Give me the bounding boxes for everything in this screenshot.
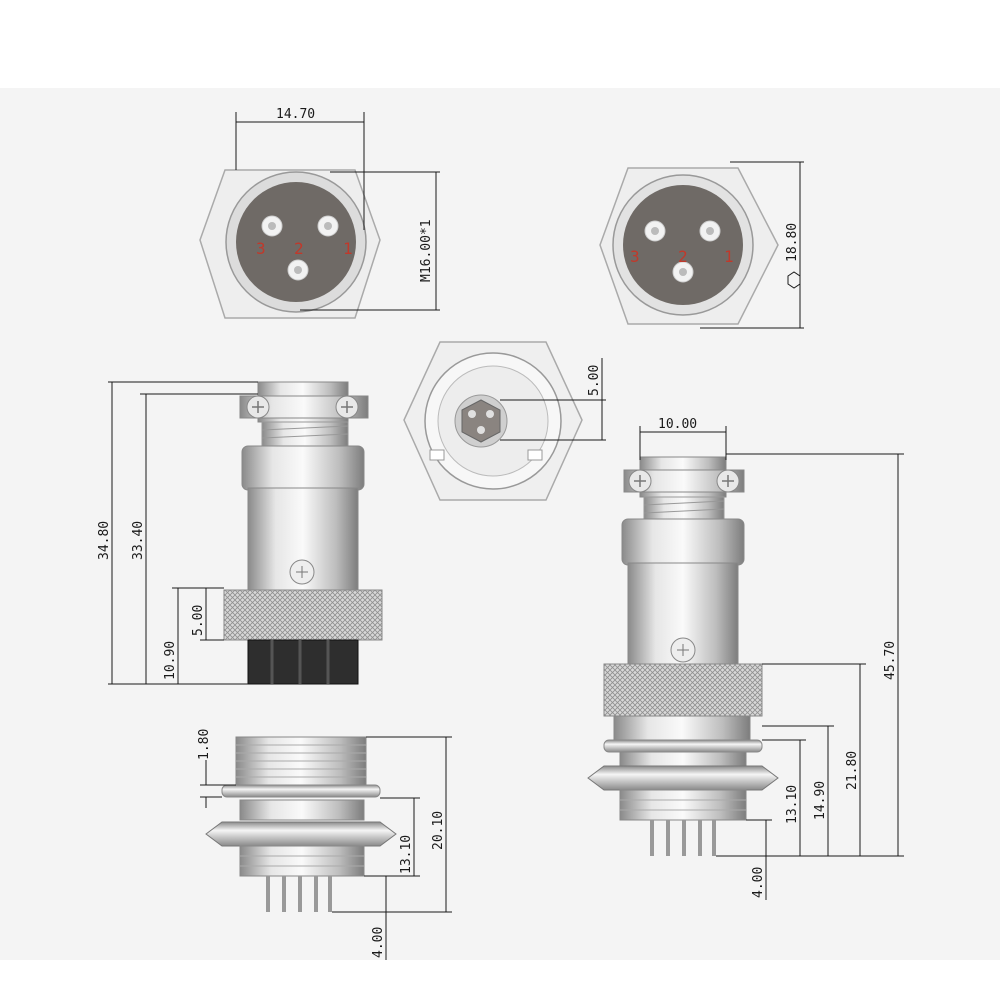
dim-body-text: 33.40 — [131, 521, 146, 560]
dim-overall-text: 34.80 — [97, 521, 112, 560]
dim-width-text: 10.00 — [658, 417, 697, 432]
dim-thread-text: 13.10 — [785, 785, 800, 824]
hex-nut — [205, 821, 397, 847]
top-left-front-view: 3 2 1 14.70 M16.00*1 — [199, 107, 440, 319]
mount-tab-left — [429, 449, 445, 461]
drawing-panel — [0, 88, 1000, 960]
dim-hex-text: 18.80 — [785, 223, 800, 262]
plug-shell-top — [621, 518, 745, 566]
flange-washer — [221, 784, 381, 798]
dim-nut-text: 10.90 — [163, 641, 178, 680]
dim-width-text: 14.70 — [276, 107, 315, 122]
solder-pin — [266, 876, 270, 912]
plug-insert — [247, 639, 359, 685]
pin-label-1: 1 — [343, 239, 353, 258]
top-center-rear-view: 5.00 — [403, 341, 606, 501]
dim-flange-text: 1.80 — [197, 729, 212, 760]
insulator-face — [236, 182, 356, 302]
pin-label-3: 3 — [256, 239, 266, 258]
dim-offset-text: 5.00 — [587, 365, 602, 396]
dim-nut-width-text: 5.00 — [191, 605, 206, 636]
dim-overall-text: 20.10 — [431, 811, 446, 850]
dim-thread-text: M16.00*1 — [419, 219, 434, 282]
top-right-front-view: 3 2 1 18.80 — [599, 161, 804, 329]
dim-lower-text: 21.80 — [845, 751, 860, 790]
knurled-nut — [223, 589, 383, 641]
flange-washer — [603, 739, 763, 753]
insulator-face — [623, 185, 743, 305]
knurled-nut — [603, 663, 763, 717]
dim-pin-text: 4.00 — [371, 927, 386, 958]
dim-thread-text: 13.10 — [399, 835, 414, 874]
dim-mid-text: 14.90 — [813, 781, 828, 820]
pin-label-2: 2 — [294, 239, 304, 258]
pin-label-3: 3 — [630, 247, 640, 266]
dim-overall-text: 45.70 — [883, 641, 898, 680]
plug-shell-top — [241, 445, 365, 491]
pin-label-2: 2 — [678, 247, 688, 266]
dim-pin-text: 4.00 — [751, 867, 766, 898]
plug-side-view: 34.80 33.40 10.90 5.00 — [97, 381, 383, 685]
assembled-side-view: 10.00 45.70 21.80 14.90 13.10 4.00 — [587, 417, 904, 900]
spring-sleeve — [643, 496, 725, 520]
hexagon-icon — [787, 271, 801, 289]
pin-label-1: 1 — [724, 247, 734, 266]
socket-side-view: 20.10 13.10 4.00 1.80 — [197, 729, 452, 960]
mount-tab-right — [527, 449, 543, 461]
spring-sleeve — [261, 421, 349, 447]
solder-pin — [650, 820, 654, 856]
hex-nut — [587, 765, 779, 791]
